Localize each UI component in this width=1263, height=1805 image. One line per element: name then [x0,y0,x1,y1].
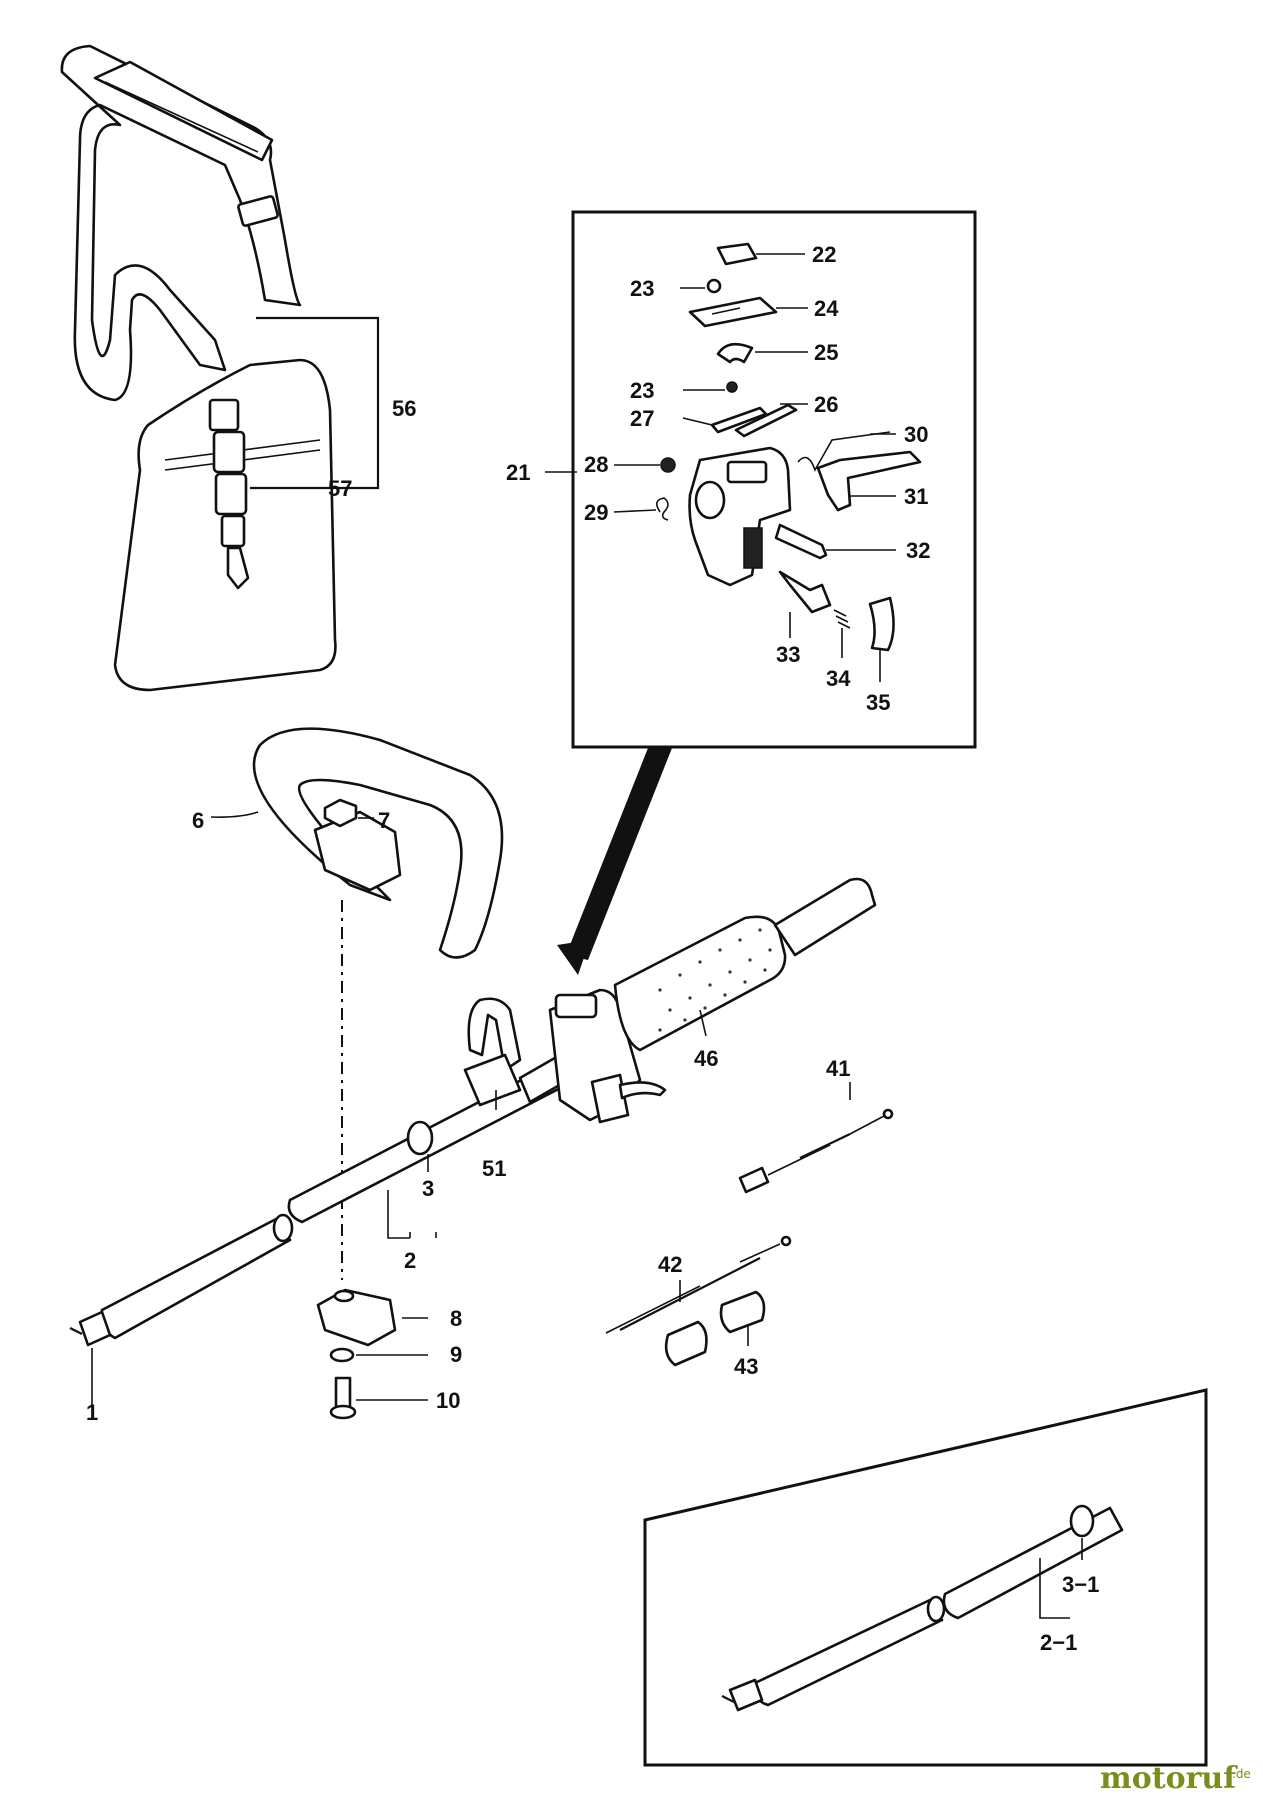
callout-41: 41 [826,1056,850,1081]
callout-23b: 23 [630,378,654,403]
callout-29: 29 [584,500,608,525]
callout-6: 6 [192,808,204,833]
callout-3-1: 3−1 [1062,1572,1099,1597]
callout-27: 27 [630,406,654,431]
callout-34: 34 [826,666,851,691]
callout-1: 1 [86,1400,98,1425]
callout-42: 42 [658,1252,682,1277]
callout-22: 22 [812,242,836,267]
callout-26: 26 [814,392,838,417]
shoulder-harness [60,44,380,692]
callout-21: 21 [506,460,530,485]
callout-51: 51 [482,1156,506,1181]
callout-7: 7 [378,808,390,833]
callout-46: 46 [694,1046,718,1071]
callout-25: 25 [814,340,838,365]
callout-57: 57 [328,476,352,501]
callout-31: 31 [904,484,928,509]
watermark-brand: motoruf [1100,1761,1238,1796]
shaft-assembly [69,727,894,1420]
alt-shaft-inset-box [643,1388,1208,1767]
callout-23a: 23 [630,276,654,301]
callout-2: 2 [404,1248,416,1273]
watermark-tld: .de [1232,1767,1251,1781]
callout-labels: 1 2 3 6 7 8 9 10 21 22 23 24 25 23 27 26… [86,242,1099,1655]
callout-8: 8 [450,1306,462,1331]
callout-24: 24 [814,296,839,321]
throttle-inset-box [545,210,977,975]
callout-33: 33 [776,642,800,667]
callout-32: 32 [906,538,930,563]
callout-43: 43 [734,1354,758,1379]
callout-2-1: 2−1 [1040,1630,1077,1655]
callout-35: 35 [866,690,890,715]
callout-9: 9 [450,1342,462,1367]
callout-56: 56 [392,396,416,421]
callout-10: 10 [436,1388,460,1413]
callout-3: 3 [422,1176,434,1201]
callout-30: 30 [904,422,928,447]
watermark: motoruf .de [1100,1761,1251,1796]
callout-28: 28 [584,452,608,477]
